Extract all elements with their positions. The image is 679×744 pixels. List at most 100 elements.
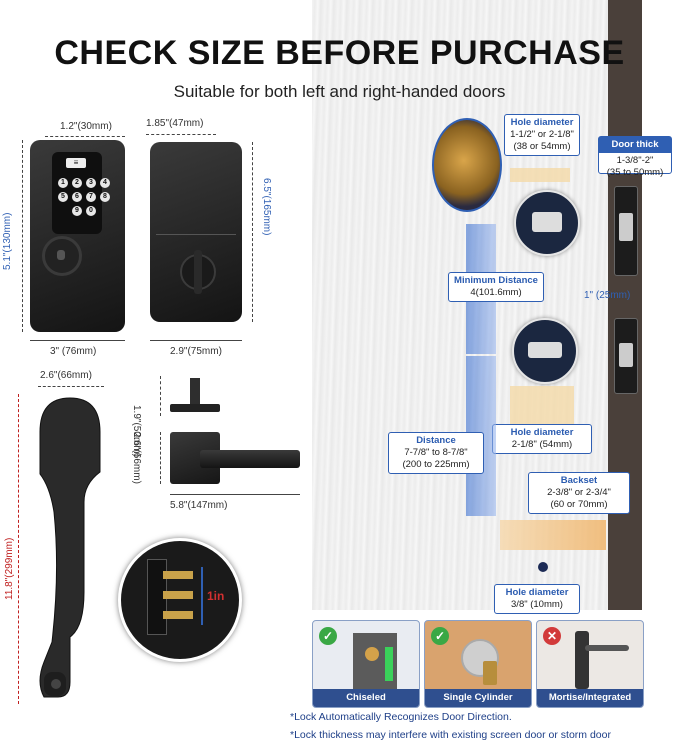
spec-heading: Hole diameter xyxy=(510,427,574,438)
keypad-depth-label: 1.2"(30mm) xyxy=(60,121,112,132)
cross-icon: ✕ xyxy=(543,627,561,645)
keypad-width-label: 3" (76mm) xyxy=(50,346,97,357)
key: 6 xyxy=(72,192,82,202)
latch-inset-label: 1in xyxy=(207,589,225,603)
key: 5 xyxy=(58,192,68,202)
card-chisel xyxy=(385,647,393,681)
keypad-lock: ≡ 1 2 3 4 5 6 7 8 9 0 xyxy=(30,140,125,332)
handleset-width-line xyxy=(38,386,104,387)
spec-line: 7-7/8" to 8-7/8" xyxy=(404,447,468,458)
spec-heading: Door thick xyxy=(599,137,671,153)
spec-heading: Backset xyxy=(560,475,598,486)
spec-line: 2-3/8" or 2-3/4" xyxy=(547,487,611,498)
interior-depth-line xyxy=(146,134,216,135)
spec-line: 1-3/8"-2" xyxy=(616,155,654,166)
spec-heading: Minimum Distance xyxy=(454,275,538,286)
key: 4 xyxy=(100,178,110,188)
note-thickness: *Lock thickness may interfere with exist… xyxy=(290,729,611,741)
edge-bore-mid xyxy=(512,318,578,384)
handleset-height-label: 11.8"(299mm) xyxy=(4,537,15,600)
compat-card-single-cylinder: ✓ Single Cylinder xyxy=(424,620,532,708)
spec-heading: Hole diameter xyxy=(505,587,569,598)
compat-card-label: Mortise/Integrated xyxy=(537,689,643,707)
interior-height-line xyxy=(252,142,253,322)
handleset-width-label: 2.6"(66mm) xyxy=(40,370,92,381)
rose-height-label: 2.6"(66mm) xyxy=(131,432,142,484)
card-mortise-plate xyxy=(575,631,589,689)
handleset-height-line xyxy=(18,394,19,704)
handleset-image xyxy=(39,397,101,698)
lever-handle xyxy=(200,450,300,468)
spec-door-thick: Door thick 1-3/8"-2" (35 to 50mm) xyxy=(598,136,672,178)
key: 9 xyxy=(72,206,82,216)
check-icon: ✓ xyxy=(431,627,449,645)
bore-hardware xyxy=(528,342,562,358)
lever-rose-edge xyxy=(170,404,220,412)
spec-line: 3/8" (10mm) xyxy=(511,599,563,610)
latch-pin xyxy=(163,571,193,579)
bolt xyxy=(619,213,633,241)
keypad-height-label: 5.1"(130mm) xyxy=(2,212,13,270)
lever-rose-side xyxy=(170,378,220,414)
page-title: CHECK SIZE BEFORE PURCHASE xyxy=(54,34,625,72)
interior-divider xyxy=(156,234,236,235)
lever-length-label: 5.8"(147mm) xyxy=(170,500,228,511)
latch-inset: 1in xyxy=(118,538,242,662)
spec-line: (200 to 225mm) xyxy=(402,459,470,470)
spec-line: 1-1/2" or 2-1/8" xyxy=(510,129,574,140)
small-hole xyxy=(538,562,548,572)
compat-card-label: Chiseled xyxy=(313,689,419,707)
deadbolt-strike xyxy=(614,186,638,276)
compat-card-mortise: ✕ Mortise/Integrated xyxy=(536,620,644,708)
latch-pin xyxy=(163,591,193,599)
keyhole-icon xyxy=(57,250,65,260)
card-bore xyxy=(365,647,379,661)
interior-depth-label: 1.85"(47mm) xyxy=(146,118,204,129)
spec-bolt-closeup xyxy=(432,118,502,212)
interior-height-label: 6.5"(165mm) xyxy=(261,178,272,236)
keypad-depth-line xyxy=(45,136,125,137)
keypad-width-line xyxy=(30,340,125,341)
card-knob xyxy=(461,639,499,677)
rose-depth-line xyxy=(160,376,161,416)
keypad-height-line xyxy=(22,140,23,332)
edge-bore-top xyxy=(514,190,580,256)
spec-hole-diameter-mid: Hole diameter 2-1/8" (54mm) xyxy=(492,424,592,454)
lever-length-line xyxy=(170,494,300,495)
spec-line: (38 or 54mm) xyxy=(513,141,571,152)
lever-spindle xyxy=(190,378,200,404)
thumb-turn xyxy=(180,250,216,294)
spec-line: 2-1/8" (54mm) xyxy=(511,439,573,450)
interior-width-label: 2.9"(75mm) xyxy=(170,346,222,357)
key: 0 xyxy=(86,206,96,216)
key: 3 xyxy=(86,178,96,188)
spec-line: (35 to 50mm) xyxy=(606,167,664,178)
key: 8 xyxy=(100,192,110,202)
key: 7 xyxy=(86,192,96,202)
compat-card-chiseled: ✓ Chiseled xyxy=(312,620,420,708)
bore-zone xyxy=(510,168,570,182)
card-key xyxy=(483,661,497,685)
note-direction: *Lock Automatically Recognizes Door Dire… xyxy=(290,711,512,723)
latch-strike xyxy=(614,318,638,394)
spec-distance: Distance 7-7/8" to 8-7/8" (200 to 225mm) xyxy=(388,432,484,474)
card-lever xyxy=(585,645,629,651)
bore-hardware xyxy=(532,212,562,232)
key: 1 xyxy=(58,178,68,188)
spec-line: (60 or 70mm) xyxy=(550,499,608,510)
compat-card-label: Single Cylinder xyxy=(425,689,531,707)
spec-backset: Backset 2-3/8" or 2-3/4" (60 or 70mm) xyxy=(528,472,630,514)
spec-hole-diameter-top: Hole diameter 1-1/2" or 2-1/8" (38 or 54… xyxy=(504,114,580,156)
bore-zone xyxy=(510,386,574,426)
rose-height-line xyxy=(160,432,161,484)
spec-heading: Hole diameter xyxy=(510,117,574,128)
interior-width-line xyxy=(150,340,242,341)
thumb-turn-grip xyxy=(194,250,202,294)
interior-lock xyxy=(150,142,242,322)
key: 2 xyxy=(72,178,82,188)
latch xyxy=(619,343,633,367)
backset-bar xyxy=(500,520,606,550)
page-subtitle: Suitable for both left and right-handed … xyxy=(173,82,506,101)
check-icon: ✓ xyxy=(319,627,337,645)
latch-measure-line xyxy=(201,567,203,625)
